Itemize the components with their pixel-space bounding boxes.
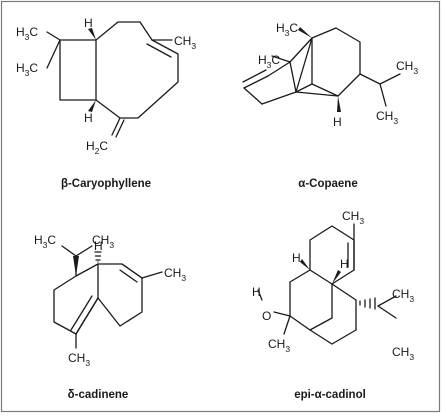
caption-beta-caryophyllene: β-Caryophyllene: [61, 178, 151, 190]
label-ch3: H3C: [34, 233, 56, 250]
figure-frame: [0, 0, 441, 413]
label-ch3: H3C: [16, 61, 38, 78]
label-h: H: [292, 251, 301, 265]
label-ch3: CH3: [396, 59, 418, 76]
hashed-bond: [94, 251, 102, 263]
panel-beta-caryophyllene: H3C H3C H H CH3 H2C β-Caryophyllene: [16, 16, 196, 190]
label-h: H: [84, 16, 93, 30]
label-ch3: CH3: [164, 266, 186, 283]
atom-labels-beta-caryophyllene: H3C H3C H H CH3 H2C: [16, 16, 196, 156]
caption-delta-cadinene: δ-cadinene: [68, 389, 129, 401]
structure-beta-caryophyllene: [46, 21, 179, 138]
structure-alpha-copaene: [242, 27, 401, 112]
label-ch3: CH3: [92, 233, 114, 250]
atom-labels-alpha-copaene: H3C H3C H CH3 CH3: [258, 21, 418, 129]
panel-alpha-copaene: H3C H3C H CH3 CH3 α-Copaene: [242, 21, 418, 190]
label-ch3: CH3: [342, 209, 364, 226]
label-h: H: [333, 115, 342, 129]
label-ch3: CH3: [376, 109, 398, 126]
label-ch2: H2C: [86, 139, 108, 156]
structure-epi-alpha-cadinol: [257, 223, 397, 345]
panel-delta-cadinene: H3C CH3 H CH3 CH3 δ-cadinene: [34, 233, 186, 401]
caption-epi-alpha-cadinol: epi-α-cadinol: [294, 389, 366, 401]
label-ch3: H3C: [16, 25, 38, 42]
label-ch3: H3C: [276, 21, 298, 38]
label-o: O: [262, 309, 271, 323]
label-h: H: [94, 239, 103, 253]
label-ch3: CH3: [392, 287, 414, 304]
label-h: H: [340, 257, 349, 271]
atom-labels-delta-cadinene: H3C CH3 H CH3 CH3: [34, 233, 186, 368]
structure-delta-cadinene: [53, 245, 163, 349]
atom-labels-epi-alpha-cadinol: CH3 H H H O CH3 CH3 CH3: [252, 209, 414, 362]
label-ch3: CH3: [174, 34, 196, 51]
panel-epi-alpha-cadinol: CH3 H H H O CH3 CH3 CH3 epi-α-cadinol: [252, 209, 414, 401]
label-ch3: CH3: [68, 351, 90, 368]
label-h: H: [252, 285, 261, 299]
hashed-bond: [359, 297, 376, 310]
label-ch3: H3C: [258, 53, 280, 70]
label-ch3: CH3: [268, 337, 290, 354]
label-h: H: [84, 111, 93, 125]
label-ch3: CH3: [392, 345, 414, 362]
caption-alpha-copaene: α-Copaene: [298, 178, 357, 190]
